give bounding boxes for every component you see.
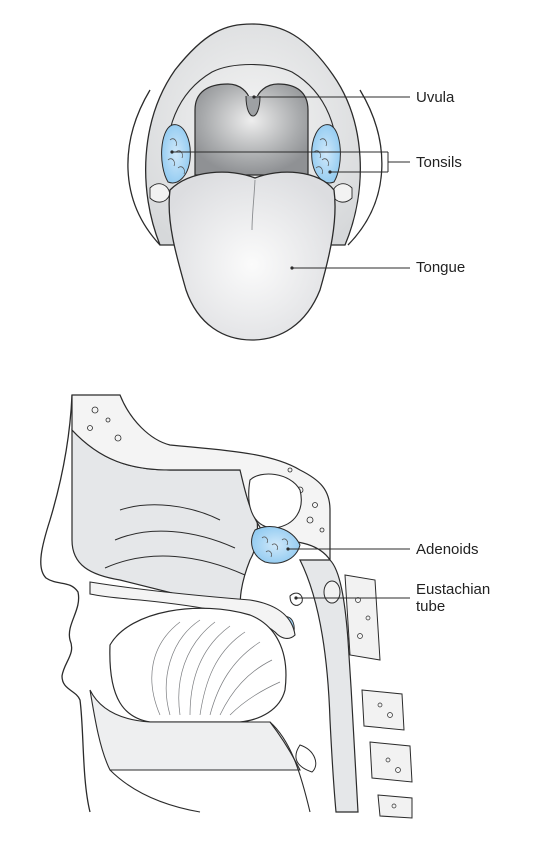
label-tongue: Tongue — [416, 259, 466, 276]
turbinate-lower — [104, 555, 246, 576]
epiglottis — [295, 744, 317, 773]
palatal-arch — [166, 63, 338, 179]
face-profile — [40, 394, 91, 813]
head-sagittal-section — [40, 394, 413, 819]
label-uvula: Uvula — [416, 89, 455, 106]
tongue-midline — [251, 179, 256, 231]
pharynx — [299, 559, 359, 813]
larynx-outline — [269, 721, 311, 813]
leader-lines-top — [170, 95, 410, 270]
tongue-shape — [168, 171, 336, 341]
hard-palate — [89, 581, 296, 639]
cheek-line-right — [347, 89, 383, 246]
label-tonsils: Tonsils — [416, 154, 462, 171]
tongue-fibers — [151, 619, 281, 716]
label-eustachian-line1: Eustachian — [416, 581, 491, 598]
uvula-shape — [245, 95, 261, 117]
label-eustachian-tube: Eustachian tube — [416, 581, 490, 615]
lower-jaw — [89, 689, 301, 771]
label-adenoids: Adenoids — [416, 541, 479, 558]
tonsil-right — [311, 124, 341, 184]
turbinate-upper — [119, 504, 221, 521]
cheek-line-left — [127, 89, 161, 246]
leader-lines-bottom — [286, 547, 410, 600]
sagittal-tongue — [109, 607, 287, 723]
neck-line — [109, 769, 201, 813]
label-eustachian-line2: tube — [416, 598, 446, 615]
mouth-front-view — [127, 23, 383, 341]
sphenoid-sinus — [248, 473, 302, 529]
tonsil-left — [161, 124, 191, 184]
vertebra-pores — [355, 597, 401, 809]
turbinate-middle — [114, 530, 236, 549]
